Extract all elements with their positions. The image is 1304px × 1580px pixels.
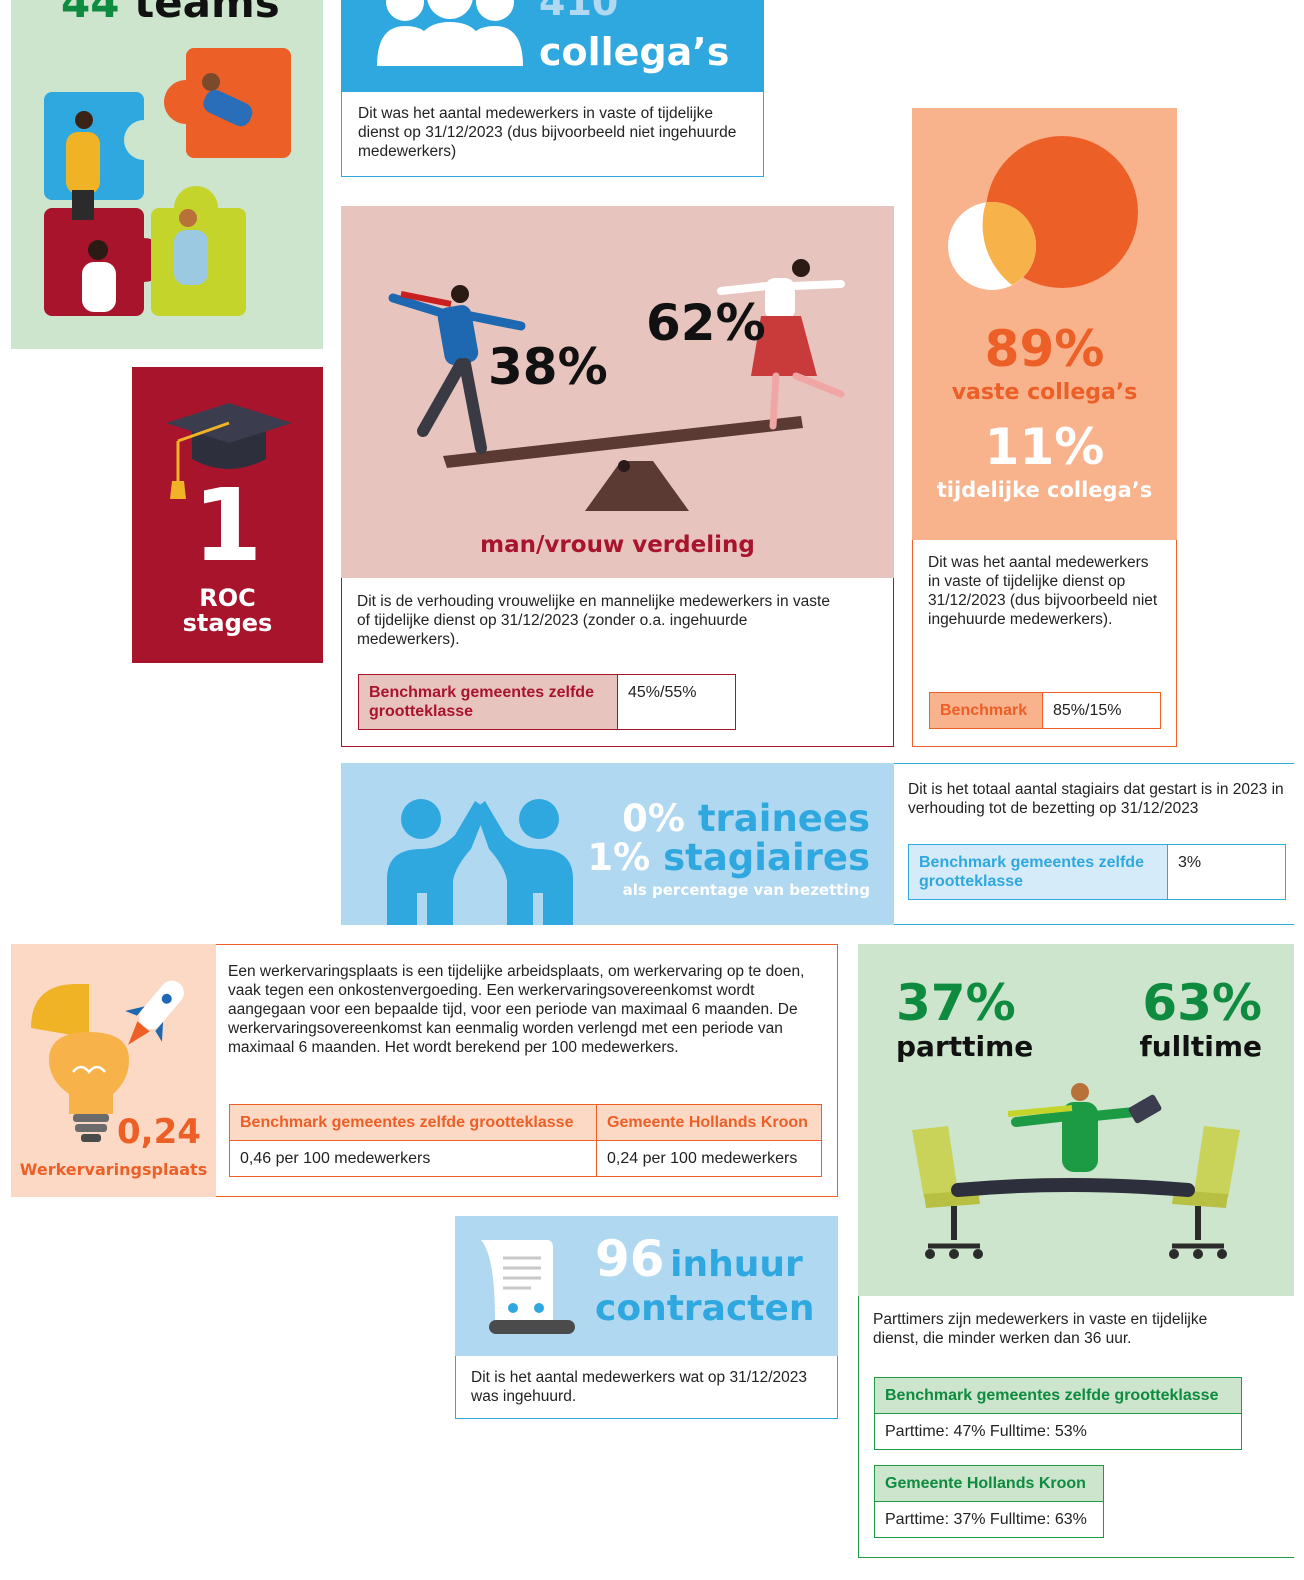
gender-women-pct: 62% <box>646 294 766 352</box>
work-experience-col1-value: 0,46 per 100 medewerkers <box>229 1140 597 1177</box>
trainees-pct: 0% <box>622 797 685 840</box>
hire-number: 96 <box>595 1230 665 1288</box>
gender-info: Dit is de verhouding vrouwelijke en mann… <box>341 578 894 747</box>
part-pct: 37% <box>896 974 1016 1032</box>
colleagues-description: Dit was het aantal medewerkers in vaste … <box>341 92 764 177</box>
roc-panel: 1 ROC stages <box>132 367 323 663</box>
hire-label1: inhuur <box>670 1244 803 1285</box>
interns-line: 1% stagiaires <box>587 836 870 879</box>
hire-description: Dit is het aantal medewerkers wat op 31/… <box>455 1356 838 1419</box>
hire-label2: contracten <box>595 1288 815 1329</box>
parttime-description: Parttimers zijn medewerkers in vaste en … <box>873 1311 1208 1347</box>
permanent-label: vaste collega’s <box>951 380 1138 405</box>
circles-illustration <box>948 136 1138 290</box>
teams-number: 44 <box>61 0 120 27</box>
trainees-info: Dit is het totaal aantal stagiairs dat g… <box>894 763 1294 925</box>
teams-label: teams <box>134 0 280 27</box>
graduation-cap-icon <box>166 403 292 499</box>
work-experience-table: Benchmark gemeentes zelfde grootteklasse… <box>229 1104 822 1177</box>
parttime-benchmark-table: Benchmark gemeentes zelfde grootteklasse… <box>874 1377 1242 1450</box>
gender-men-pct: 38% <box>488 338 608 396</box>
hire-line1: 96 inhuur <box>595 1230 803 1288</box>
gender-title: man/vrouw verdeling <box>480 532 755 558</box>
trainees-benchmark-value: 3% <box>1167 844 1286 900</box>
parttime-info: Parttimers zijn medewerkers in vaste en … <box>858 1296 1294 1558</box>
full-label: fulltime <box>1139 1030 1262 1063</box>
parttime-municipality-table: Gemeente Hollands Kroon Parttime: 37% Fu… <box>874 1465 1104 1538</box>
roc-line1: ROC <box>199 584 256 612</box>
gender-benchmark-label: Benchmark gemeentes zelfde grootteklasse <box>358 674 618 730</box>
contract-panel: 89% vaste collega’s 11% tijdelijke colle… <box>912 108 1177 540</box>
split-chairs-illustration <box>912 1083 1240 1259</box>
trainees-label: trainees <box>697 797 870 840</box>
trainees-panel: 0% trainees 1% stagiaires als percentage… <box>341 763 894 925</box>
work-experience-col2-header: Gemeente Hollands Kroon <box>596 1104 822 1141</box>
trainees-subtitle: als percentage van bezetting <box>622 881 870 899</box>
full-pct: 63% <box>1142 974 1262 1032</box>
colleagues-banner: 410 collega’s <box>341 0 764 92</box>
puzzle-illustration <box>44 48 291 316</box>
contract-scroll-icon <box>481 1240 575 1334</box>
temporary-pct: 11% <box>984 418 1105 476</box>
gender-benchmark-table: Benchmark gemeentes zelfde grootteklasse… <box>358 674 736 730</box>
parttime-benchmark-value: Parttime: 47% Fulltime: 53% <box>885 1423 1087 1440</box>
contract-benchmark-label: Benchmark <box>929 692 1043 729</box>
colleagues-number: 410 <box>539 0 619 24</box>
parttime-benchmark-label: Benchmark gemeentes zelfde grootteklasse <box>874 1377 1242 1414</box>
teams-panel: 44 teams <box>11 0 323 349</box>
colleagues-label: collega’s <box>539 30 730 74</box>
trainees-description: Dit is het totaal aantal stagiairs dat g… <box>908 781 1284 817</box>
temporary-label: tijdelijke collega’s <box>936 478 1153 502</box>
interns-pct: 1% <box>587 836 651 879</box>
contract-info: Dit was het aantal medewerkers in vaste … <box>912 540 1177 747</box>
work-experience-col1-header: Benchmark gemeentes zelfde grootteklasse <box>229 1104 597 1141</box>
gender-description: Dit is de verhouding vrouwelijke en mann… <box>357 593 830 648</box>
lightbulb-rocket-icon <box>31 980 184 1142</box>
seesaw-illustration <box>388 259 845 511</box>
work-experience-info: Een werkervaringsplaats is een tijdelijk… <box>216 944 838 1197</box>
work-experience-description: Een werkervaringsplaats is een tijdelijk… <box>228 963 805 1056</box>
work-experience-number: 0,24 <box>117 1112 201 1152</box>
trainees-benchmark-table: Benchmark gemeentes zelfde grootteklasse… <box>908 844 1286 900</box>
gender-benchmark-value: 45%/55% <box>617 674 736 730</box>
people-icon <box>377 0 523 66</box>
roc-number: 1 <box>192 467 263 584</box>
contract-benchmark-value: 85%/15% <box>1042 692 1161 729</box>
trainees-benchmark-label: Benchmark gemeentes zelfde grootteklasse <box>908 844 1168 900</box>
parttime-municipality-label: Gemeente Hollands Kroon <box>874 1465 1104 1502</box>
trainees-line: 0% trainees <box>622 797 870 840</box>
contract-description: Dit was het aantal medewerkers in vaste … <box>928 554 1158 628</box>
high-five-icon <box>387 799 573 925</box>
contract-benchmark-table: Benchmark 85%/15% <box>929 692 1161 729</box>
part-label: parttime <box>896 1030 1034 1063</box>
gender-panel: 62% 38% man/vrouw verdeling <box>341 206 894 578</box>
work-experience-col2-value: 0,24 per 100 medewerkers <box>607 1150 798 1167</box>
parttime-panel: 37% parttime 63% fulltime <box>858 944 1294 1296</box>
interns-label: stagiaires <box>663 836 870 879</box>
roc-line2: stages <box>182 609 273 637</box>
teams-heading: 44 teams <box>61 0 280 27</box>
parttime-municipality-value: Parttime: 37% Fulltime: 63% <box>885 1511 1087 1528</box>
hire-panel: 96 inhuur contracten <box>455 1216 838 1356</box>
work-experience-label: Werkervaringsplaats <box>19 1160 208 1179</box>
work-experience-panel: 0,24 Werkervaringsplaats <box>11 944 216 1197</box>
permanent-pct: 89% <box>984 320 1105 378</box>
